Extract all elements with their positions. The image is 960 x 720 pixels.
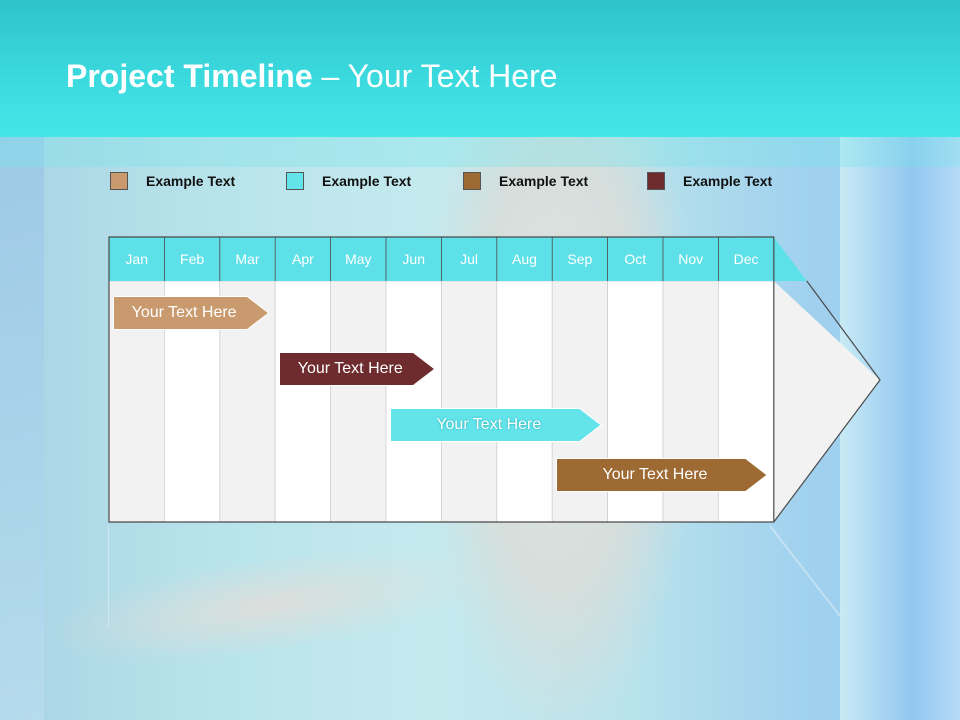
legend-item: Example Text xyxy=(647,170,772,192)
slide-title-rest: – Your Text Here xyxy=(312,58,558,94)
background-stripe-left xyxy=(0,137,44,720)
task-bar-arrow xyxy=(556,458,768,492)
task-bar-arrow xyxy=(279,352,436,386)
month-column xyxy=(496,280,553,523)
task-bar-arrow xyxy=(113,296,270,330)
legend-swatch xyxy=(463,172,481,190)
task-label: Your Text Here xyxy=(436,416,542,433)
task-label: Your Text Here xyxy=(131,304,237,321)
title-band: Project Timeline – Your Text Here xyxy=(0,0,960,137)
legend-item: Example Text xyxy=(286,170,411,192)
task-bar-shape xyxy=(556,458,768,492)
timeline-reflection xyxy=(108,526,841,626)
month-label: Dec xyxy=(733,251,759,267)
month-column xyxy=(330,280,387,523)
month-label: Apr xyxy=(291,251,314,267)
title-band-fade xyxy=(0,137,960,167)
task-bar: Your Text Here xyxy=(113,296,270,330)
month-column xyxy=(440,280,498,523)
legend-label: Example Text xyxy=(683,173,773,189)
month-header-bar xyxy=(109,237,807,281)
background-stripe-right xyxy=(840,137,960,720)
legend-label: Example Text xyxy=(499,173,589,189)
legend-swatch xyxy=(286,172,304,190)
legend-item: Example Text xyxy=(463,170,588,192)
month-label: Jul xyxy=(460,251,479,267)
slide-title: Project Timeline – Your Text Here xyxy=(66,58,558,95)
month-label: Nov xyxy=(678,251,704,267)
slide-title-bold: Project Timeline xyxy=(66,58,313,94)
task-label: Your Text Here xyxy=(602,466,708,483)
timeline-chart: Jan Feb Mar Apr May Jun Jul Aug Sep Oct Nov Dec You… xyxy=(108,236,883,526)
task-bar: Your Text Here xyxy=(390,408,602,442)
month-label: Aug xyxy=(512,251,537,267)
task-bar: Your Text Here xyxy=(556,458,768,492)
month-label: Mar xyxy=(235,251,260,267)
task-bar-shape xyxy=(113,296,270,330)
arrow-outline xyxy=(108,236,881,523)
month-label: Jan xyxy=(125,251,148,267)
task-bar: Your Text Here xyxy=(279,352,436,386)
legend-swatch xyxy=(110,172,128,190)
task-bar-arrow xyxy=(390,408,602,442)
month-label: May xyxy=(345,251,372,267)
month-column xyxy=(385,280,442,523)
month-column xyxy=(274,280,331,523)
legend-label: Example Text xyxy=(146,173,236,189)
task-bar-shape xyxy=(390,408,602,442)
month-label: Oct xyxy=(624,251,647,267)
legend-item: Example Text xyxy=(110,170,235,192)
month-label: Sep xyxy=(567,251,593,267)
task-label: Your Text Here xyxy=(297,360,403,377)
legend-label: Example Text xyxy=(322,173,412,189)
month-label: Jun xyxy=(402,251,425,267)
legend-swatch xyxy=(647,172,665,190)
month-label: Feb xyxy=(180,251,205,267)
task-bar-shape xyxy=(279,352,436,386)
